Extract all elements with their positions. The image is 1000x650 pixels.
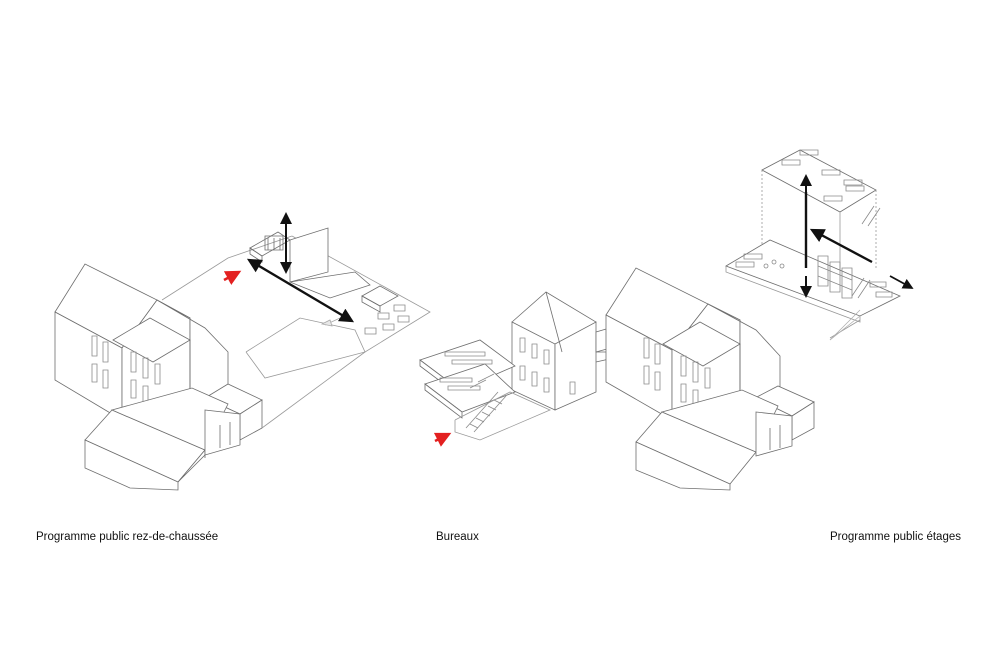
horizontal-circulation-arrow [809, 228, 872, 262]
side-exit-arrow [890, 276, 914, 289]
main-building-right [606, 268, 814, 440]
caption-upper-floors: Programme public étages [829, 531, 961, 543]
office-tower [512, 292, 596, 410]
stair-block [250, 232, 290, 262]
front-house [85, 388, 240, 490]
upper-floor-plates [726, 150, 900, 340]
counter-and-tables [362, 286, 409, 334]
caption-ground-floor: Programme public rez-de-chaussée [36, 531, 219, 543]
partition-panel [290, 228, 370, 298]
diagram-upper-floors [606, 150, 914, 490]
horizontal-circulation-arrow [246, 258, 355, 323]
office-staircase [466, 374, 506, 432]
bookshelves [818, 256, 852, 298]
red-entrance-arrow [433, 432, 452, 447]
red-entrance-arrow [224, 270, 242, 285]
upper-staircase [852, 206, 880, 298]
reading-tables [736, 150, 892, 297]
diagram-ground-floor [55, 212, 430, 490]
front-house-right [636, 390, 792, 490]
caption-offices: Bureaux [436, 531, 479, 543]
